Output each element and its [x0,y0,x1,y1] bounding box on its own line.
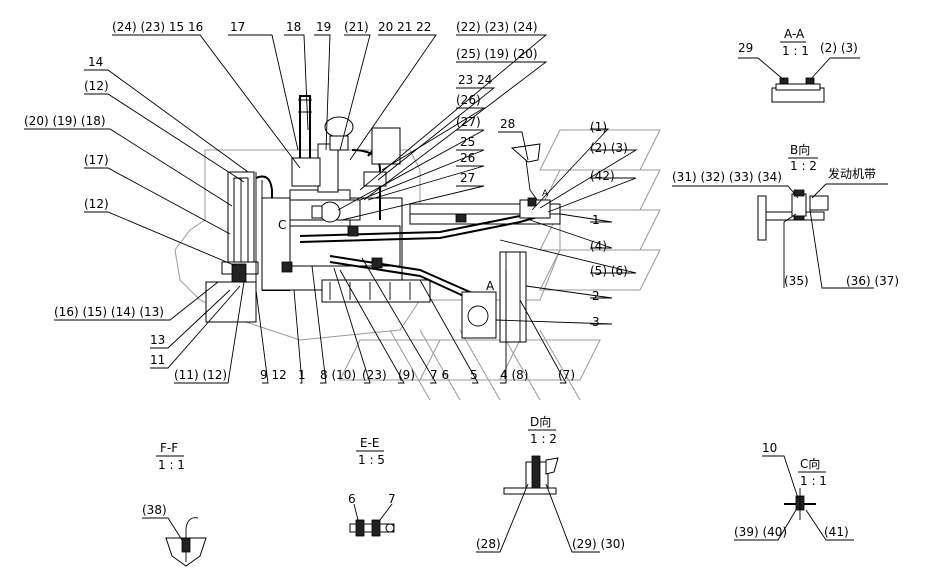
view-c-label-2: (41) [824,525,849,539]
callout-right-3: 1 [592,213,600,227]
view-b-label-1: 发动机带 [828,166,876,181]
callout-bottom-6: 7 6 [430,368,449,382]
main-callout-labels: (24) (23) 15 16 17 18 19 (21) 20 21 22 (… [24,20,628,382]
callout-right-1: (2) (3) [590,141,628,155]
callout-top-11: 25 [460,135,475,149]
view-c: C向 1 : 1 10 (39) (40) (41) [734,441,854,541]
view-a-a-title: A-A [784,27,805,41]
callout-right-5: (5) (6) [590,264,628,278]
callout-left-1: (12) [84,79,109,93]
callout-left-7: 11 [150,353,165,367]
callout-left-2: (20) (19) (18) [24,114,106,128]
view-c-label-0: 10 [762,441,777,455]
callout-bottom-9: (7) [558,368,575,382]
view-b-label-3: (36) (37) [846,274,899,288]
callout-top-8: 23 24 [458,73,492,87]
view-f-f-title: F-F [160,441,178,455]
callout-top-14: 28 [500,117,515,131]
callout-right-6: 2 [592,289,600,303]
callout-bottom-5: (9) [398,368,415,382]
view-b-label-2: (35) [784,274,809,288]
callout-top-0: (24) (23) 15 16 [112,20,203,34]
callout-top-4: (21) [344,20,369,34]
callout-top-7: (25) (19) (20) [456,47,538,61]
leader-lines [24,34,638,384]
callout-right-0: (1) [590,120,607,134]
callout-top-12: 26 [460,151,475,165]
view-a-a-label-1: (2) (3) [820,41,858,55]
view-f-f-label-0: (38) [142,503,167,517]
callout-left-0: 14 [88,55,103,69]
section-marker-a-upper: A [542,189,549,199]
callout-left-3: (17) [84,153,109,167]
callout-right-4: (4) [590,239,607,253]
view-e-e-title: E-E [360,436,380,450]
view-b-label-0: (31) (32) (33) (34) [672,170,782,184]
view-e-e-label-0: 6 [348,492,356,506]
view-a-a-scale: 1 : 1 [782,44,809,58]
callout-left-5: (16) (15) (14) (13) [54,305,164,319]
section-marker-c: C [278,218,286,232]
callout-top-10: (27) [456,115,481,129]
view-d-scale: 1 : 2 [530,432,557,446]
view-a-a-label-0: 29 [738,41,753,55]
section-marker-a-lower: A [486,279,495,293]
callout-bottom-3: 8 (10) [320,368,356,382]
view-d: D向 1 : 2 (28) (29) (30) [476,414,625,553]
callout-top-13: 27 [460,171,475,185]
view-b-scale: 1 : 2 [790,159,817,173]
view-c-scale: 1 : 1 [800,474,827,488]
callout-bottom-0: (11) (12) [174,368,227,382]
main-engine-view [205,95,561,343]
callout-top-9: (26) [456,93,481,107]
callout-top-5: 20 21 22 [378,20,431,34]
view-e-e: E-E 1 : 5 6 7 [348,436,396,537]
callout-bottom-2: 1 [298,368,306,382]
view-f-f: F-F 1 : 1 (38) [142,441,207,567]
background-outline [174,129,661,401]
view-e-e-label-1: 7 [388,492,396,506]
view-c-title: C向 [800,456,820,471]
view-d-label-1: (29) (30) [572,537,625,551]
callout-bottom-7: 5 [470,368,478,382]
view-b-title: B向 [790,142,810,157]
callout-left-4: (12) [84,197,109,211]
callout-left-6: 13 [150,333,165,347]
callout-bottom-4: (23) [362,368,387,382]
callout-top-1: 17 [230,20,245,34]
callout-top-3: 19 [316,20,331,34]
callout-bottom-8: 4 (8) [500,368,528,382]
view-d-label-0: (28) [476,537,501,551]
view-c-label-1: (39) (40) [734,525,787,539]
callout-bottom-1: 9 12 [260,368,287,382]
view-a-a: A-A 1 : 1 29 (2) (3) [738,27,860,103]
callout-top-6: (22) (23) (24) [456,20,538,34]
view-b: B向 1 : 2 (31) (32) (33) (34) 发动机带 (35) (… [672,142,899,289]
callout-right-7: 3 [592,315,600,329]
view-e-e-scale: 1 : 5 [358,453,385,467]
callout-right-2: (42) [590,169,615,183]
view-f-f-scale: 1 : 1 [158,458,185,472]
view-d-title: D向 [530,414,551,429]
callout-top-2: 18 [286,20,301,34]
